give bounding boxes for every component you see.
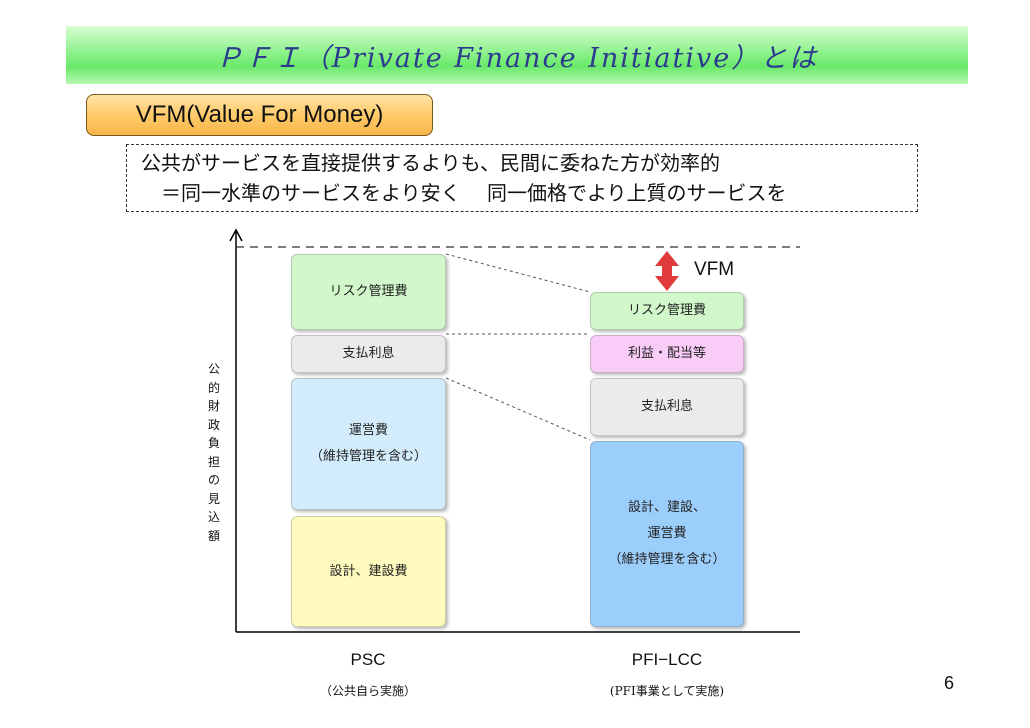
connector-risk [445, 253, 591, 293]
category-psc-sub: （公共自ら実施） [319, 684, 416, 698]
category-psc: PSC [350, 650, 386, 669]
lcc-bar-risk: リスク管理費 [590, 292, 744, 330]
psc-bar-operation: 運営費 （維持管理を含む） [291, 378, 446, 510]
category-pfi-lcc: PFI−LCC [631, 650, 703, 669]
vfm-label: VFM [694, 259, 735, 280]
definition-box: 公共がサービスを直接提供するよりも、民間に委ねた方が効率的 ＝同一水準のサービス… [126, 144, 918, 212]
connector-interest-bottom [445, 377, 591, 441]
lcc-bar-profit-dividend: 利益・配当等 [590, 335, 744, 373]
psc-bar-design-construction: 設計、建設費 [291, 516, 446, 627]
page-number: 6 [944, 673, 955, 693]
vfm-arrow [655, 251, 679, 291]
y-axis-label: 公的財政負担の見込額 [207, 362, 220, 543]
psc-bar-interest: 支払利息 [291, 335, 446, 373]
page-title: ＰＦＩ（Private Finance Initiative）とは [215, 42, 819, 74]
category-pfi-lcc-sub: (PFI事業として実施) [609, 684, 725, 698]
psc-bar-risk: リスク管理費 [291, 254, 446, 330]
y-axis-arrowhead [229, 228, 243, 242]
title-bar: ＰＦＩ（Private Finance Initiative）とは [66, 26, 968, 84]
definition-line-1: 公共がサービスを直接提供するよりも、民間に委ねた方が効率的 [141, 151, 720, 175]
lcc-bar-interest: 支払利息 [590, 378, 744, 436]
definition-line-2: ＝同一水準のサービスをより安く 同一価格でより上質のサービスを [141, 181, 787, 205]
lcc-bar-design-construction-operation: 設計、建設、 運営費 （維持管理を含む） [590, 441, 744, 627]
section-tag: VFM(Value For Money) [86, 94, 433, 136]
